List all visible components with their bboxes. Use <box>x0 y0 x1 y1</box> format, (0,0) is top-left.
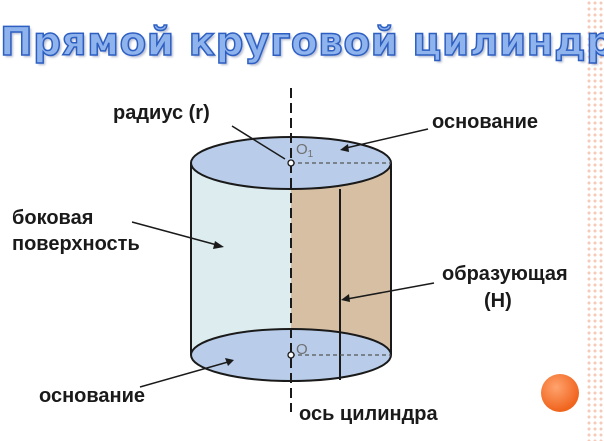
decorative-dot-border <box>586 0 604 441</box>
point-label-o1: O1 <box>296 141 314 160</box>
arrowhead-lateral <box>213 241 224 249</box>
arrow-bottom-base <box>139 361 229 388</box>
slide-title: Прямой круговой цилиндр <box>0 19 604 66</box>
arrow-top-base <box>345 128 429 149</box>
arrow-lateral <box>131 221 218 246</box>
arrowhead-top-base <box>340 144 349 152</box>
point-label-o1-subscript: 1 <box>307 149 314 160</box>
arrow-radius <box>231 125 286 160</box>
top-center-point <box>287 159 295 167</box>
label-base-top: основание <box>432 111 539 133</box>
label-radius: радиус (r) <box>113 102 210 124</box>
bottom-center-point <box>287 351 295 359</box>
label-generatrix-line1: образующая <box>442 263 568 285</box>
arrowhead-bottom-base <box>225 358 234 366</box>
label-generatrix-line2: (H) <box>484 290 512 312</box>
label-lateral-line1: боковая <box>12 207 94 229</box>
orange-circle-icon <box>541 374 579 412</box>
label-axis: ось цилиндра <box>299 403 438 425</box>
label-lateral-line2: поверхность <box>12 233 140 255</box>
point-label-o: O <box>296 341 308 358</box>
lateral-surface-left <box>191 163 291 355</box>
arrowhead-generatrix <box>341 294 350 302</box>
label-base-bottom: основание <box>39 385 146 407</box>
arrow-generatrix <box>346 282 435 300</box>
